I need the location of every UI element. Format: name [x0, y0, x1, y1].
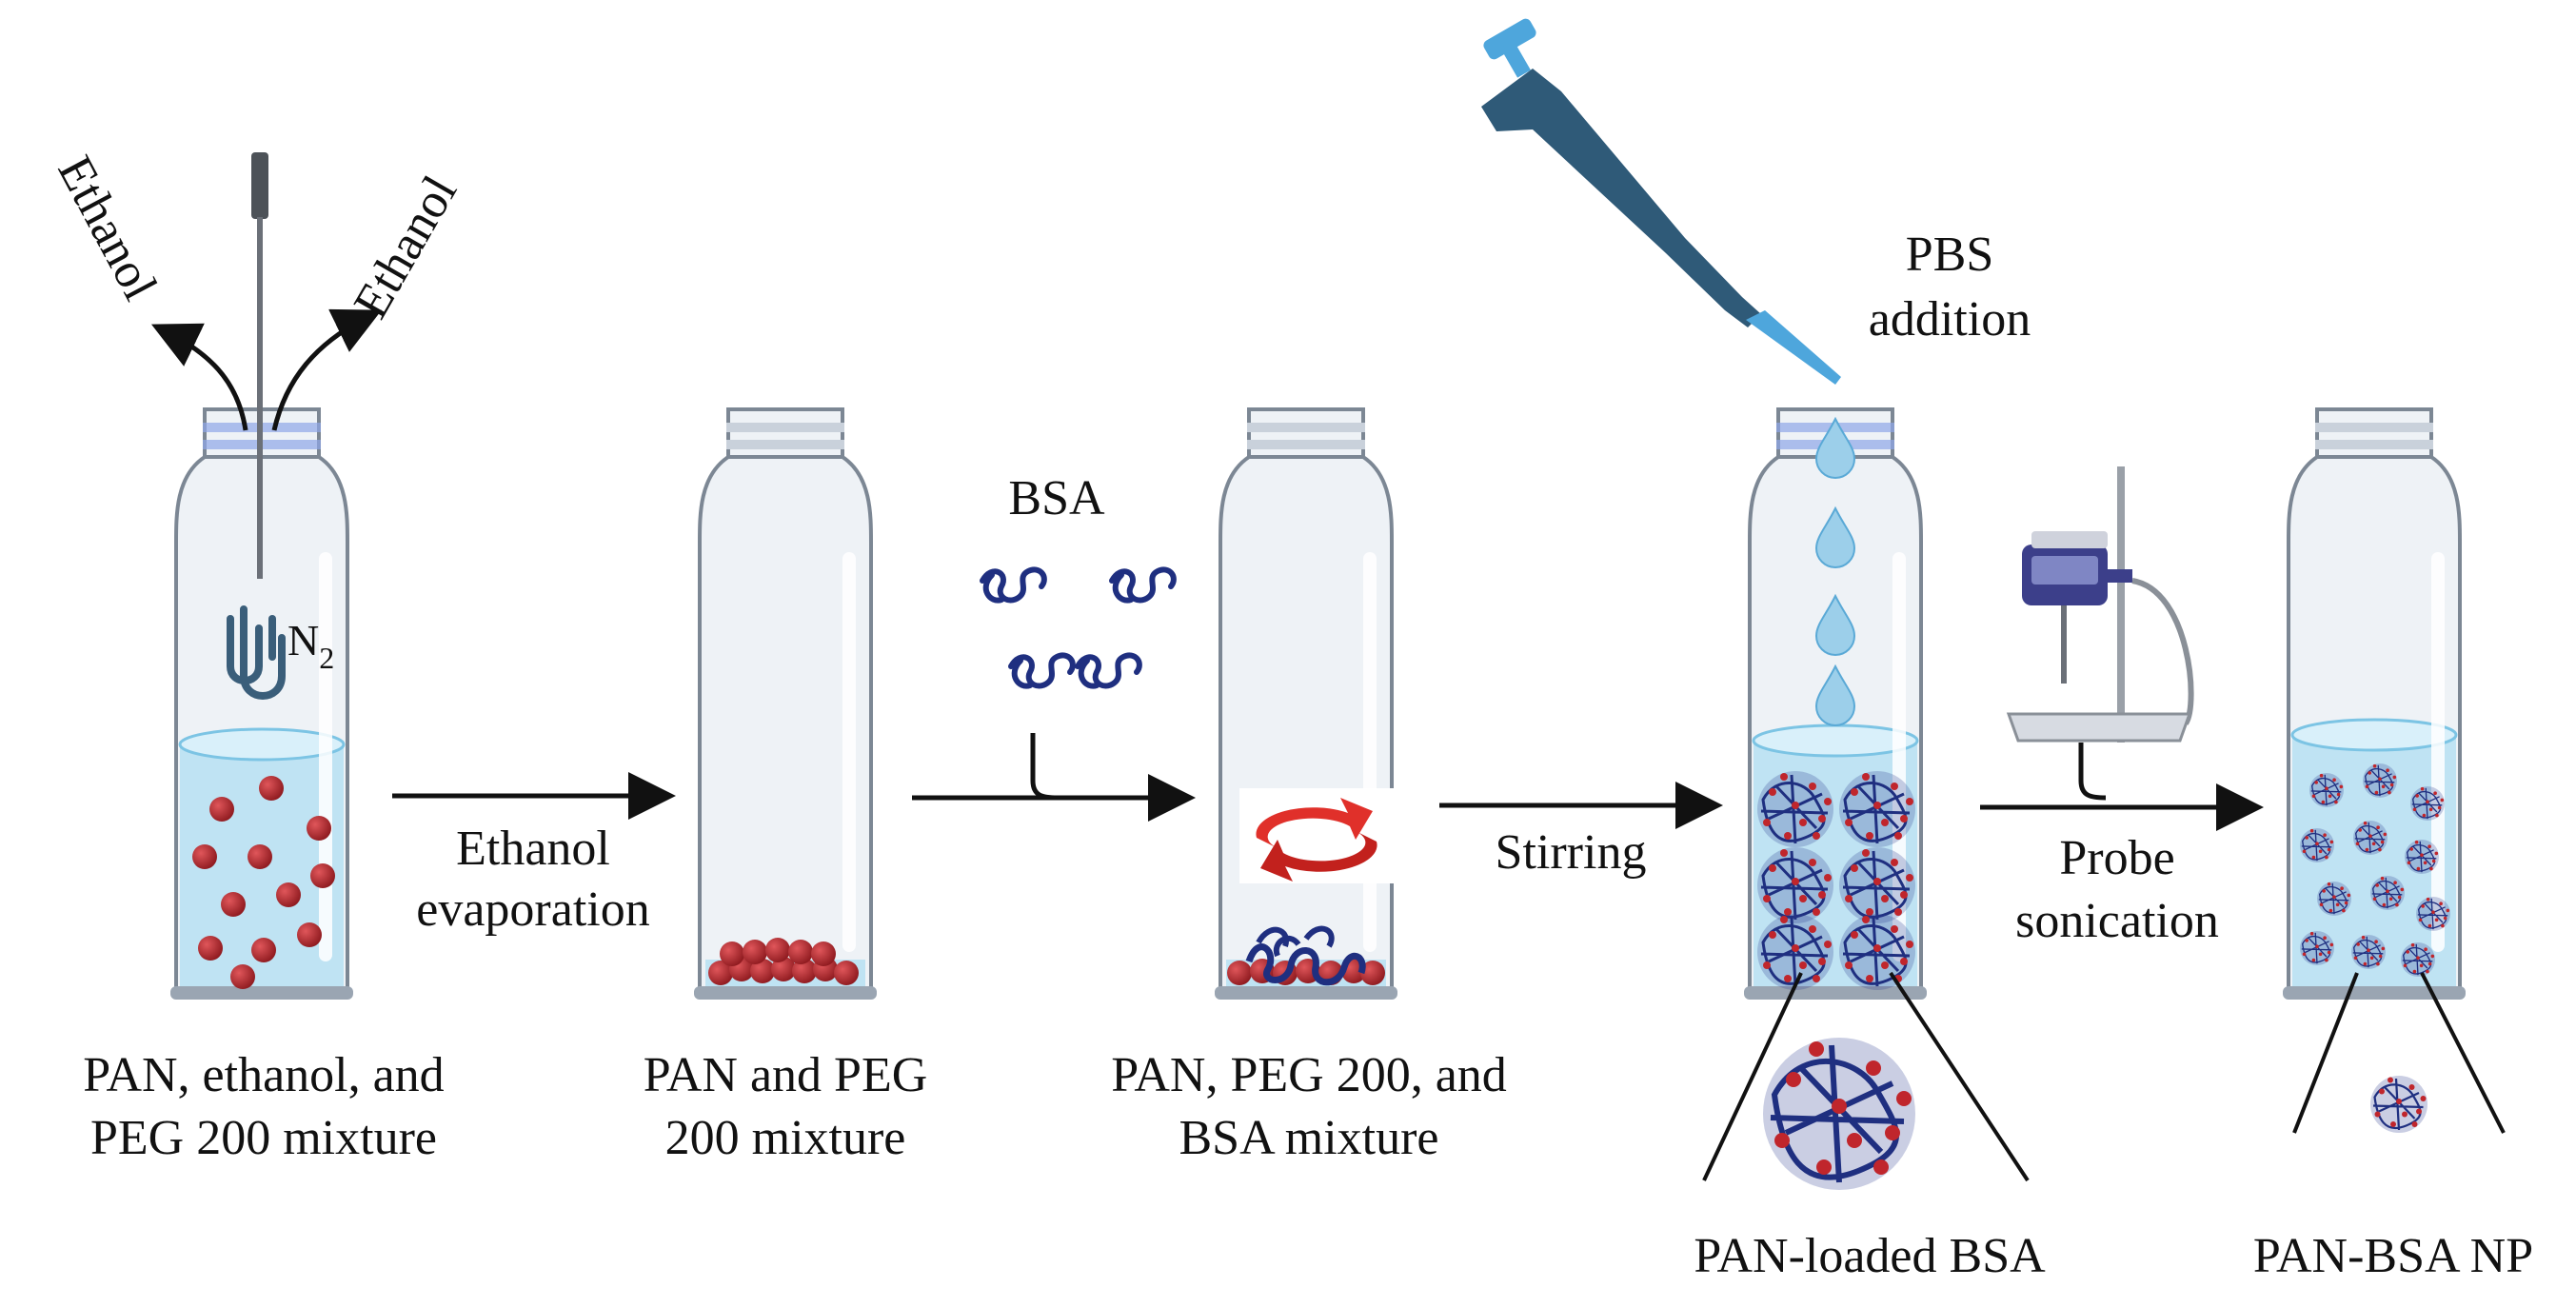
step2-caption-line2: 200 mixture: [665, 1111, 906, 1165]
step1-caption-line2: PEG 200 mixture: [90, 1111, 437, 1165]
zoom-lines-5: [2292, 972, 2506, 1134]
sonicator-icon: [2006, 466, 2194, 743]
pipette-icon: [1481, 18, 1841, 385]
step3-caption-line1: PAN, PEG 200, and: [1111, 1048, 1507, 1102]
vial-4: [1744, 407, 1927, 1000]
n2-label: N2: [287, 616, 334, 675]
pan-peg-bsa-layer: [1227, 925, 1385, 986]
arrow1-label-line2: evaporation: [416, 882, 649, 937]
step5-caption: PAN-BSA NP: [2253, 1229, 2533, 1283]
step4-caption: PAN-loaded BSA: [1694, 1229, 2046, 1283]
vial-5: [2283, 407, 2466, 1000]
nitrogen-bubble-icon: [227, 605, 286, 700]
step3-caption-line2: BSA mixture: [1179, 1111, 1438, 1165]
stir-rotation-icon: [1239, 788, 1394, 883]
pbs-label-line1: PBS: [1906, 228, 1994, 282]
step1-caption-line1: PAN, ethanol, and: [83, 1048, 444, 1102]
arrow4-label-line1: Probe: [2059, 831, 2174, 885]
droplets: [1814, 416, 1856, 726]
bsa-proteins: [982, 569, 1174, 685]
pan-bsa-np-zoom: [2368, 1074, 2429, 1135]
vial-2: [694, 407, 877, 1000]
pbs-label-line2: addition: [1869, 292, 2031, 347]
vial-1: [170, 407, 353, 1000]
step2-caption-line1: PAN and PEG: [644, 1048, 928, 1102]
pan-loaded-bsa-zoom: [1763, 1038, 1915, 1190]
arrow3-label: Stirring: [1496, 825, 1647, 880]
bsa-label: BSA: [1008, 471, 1105, 525]
needle-icon: [251, 152, 268, 579]
ethanol-right-label: Ethanol: [344, 167, 467, 327]
zoom-lines-4: [1702, 971, 2030, 1182]
arrow1-label-line1: Ethanol: [456, 822, 610, 876]
arrow4-label-line2: sonication: [2015, 894, 2219, 948]
ethanol-left-label: Ethanol: [47, 148, 167, 309]
vial-3: [1215, 407, 1397, 1000]
